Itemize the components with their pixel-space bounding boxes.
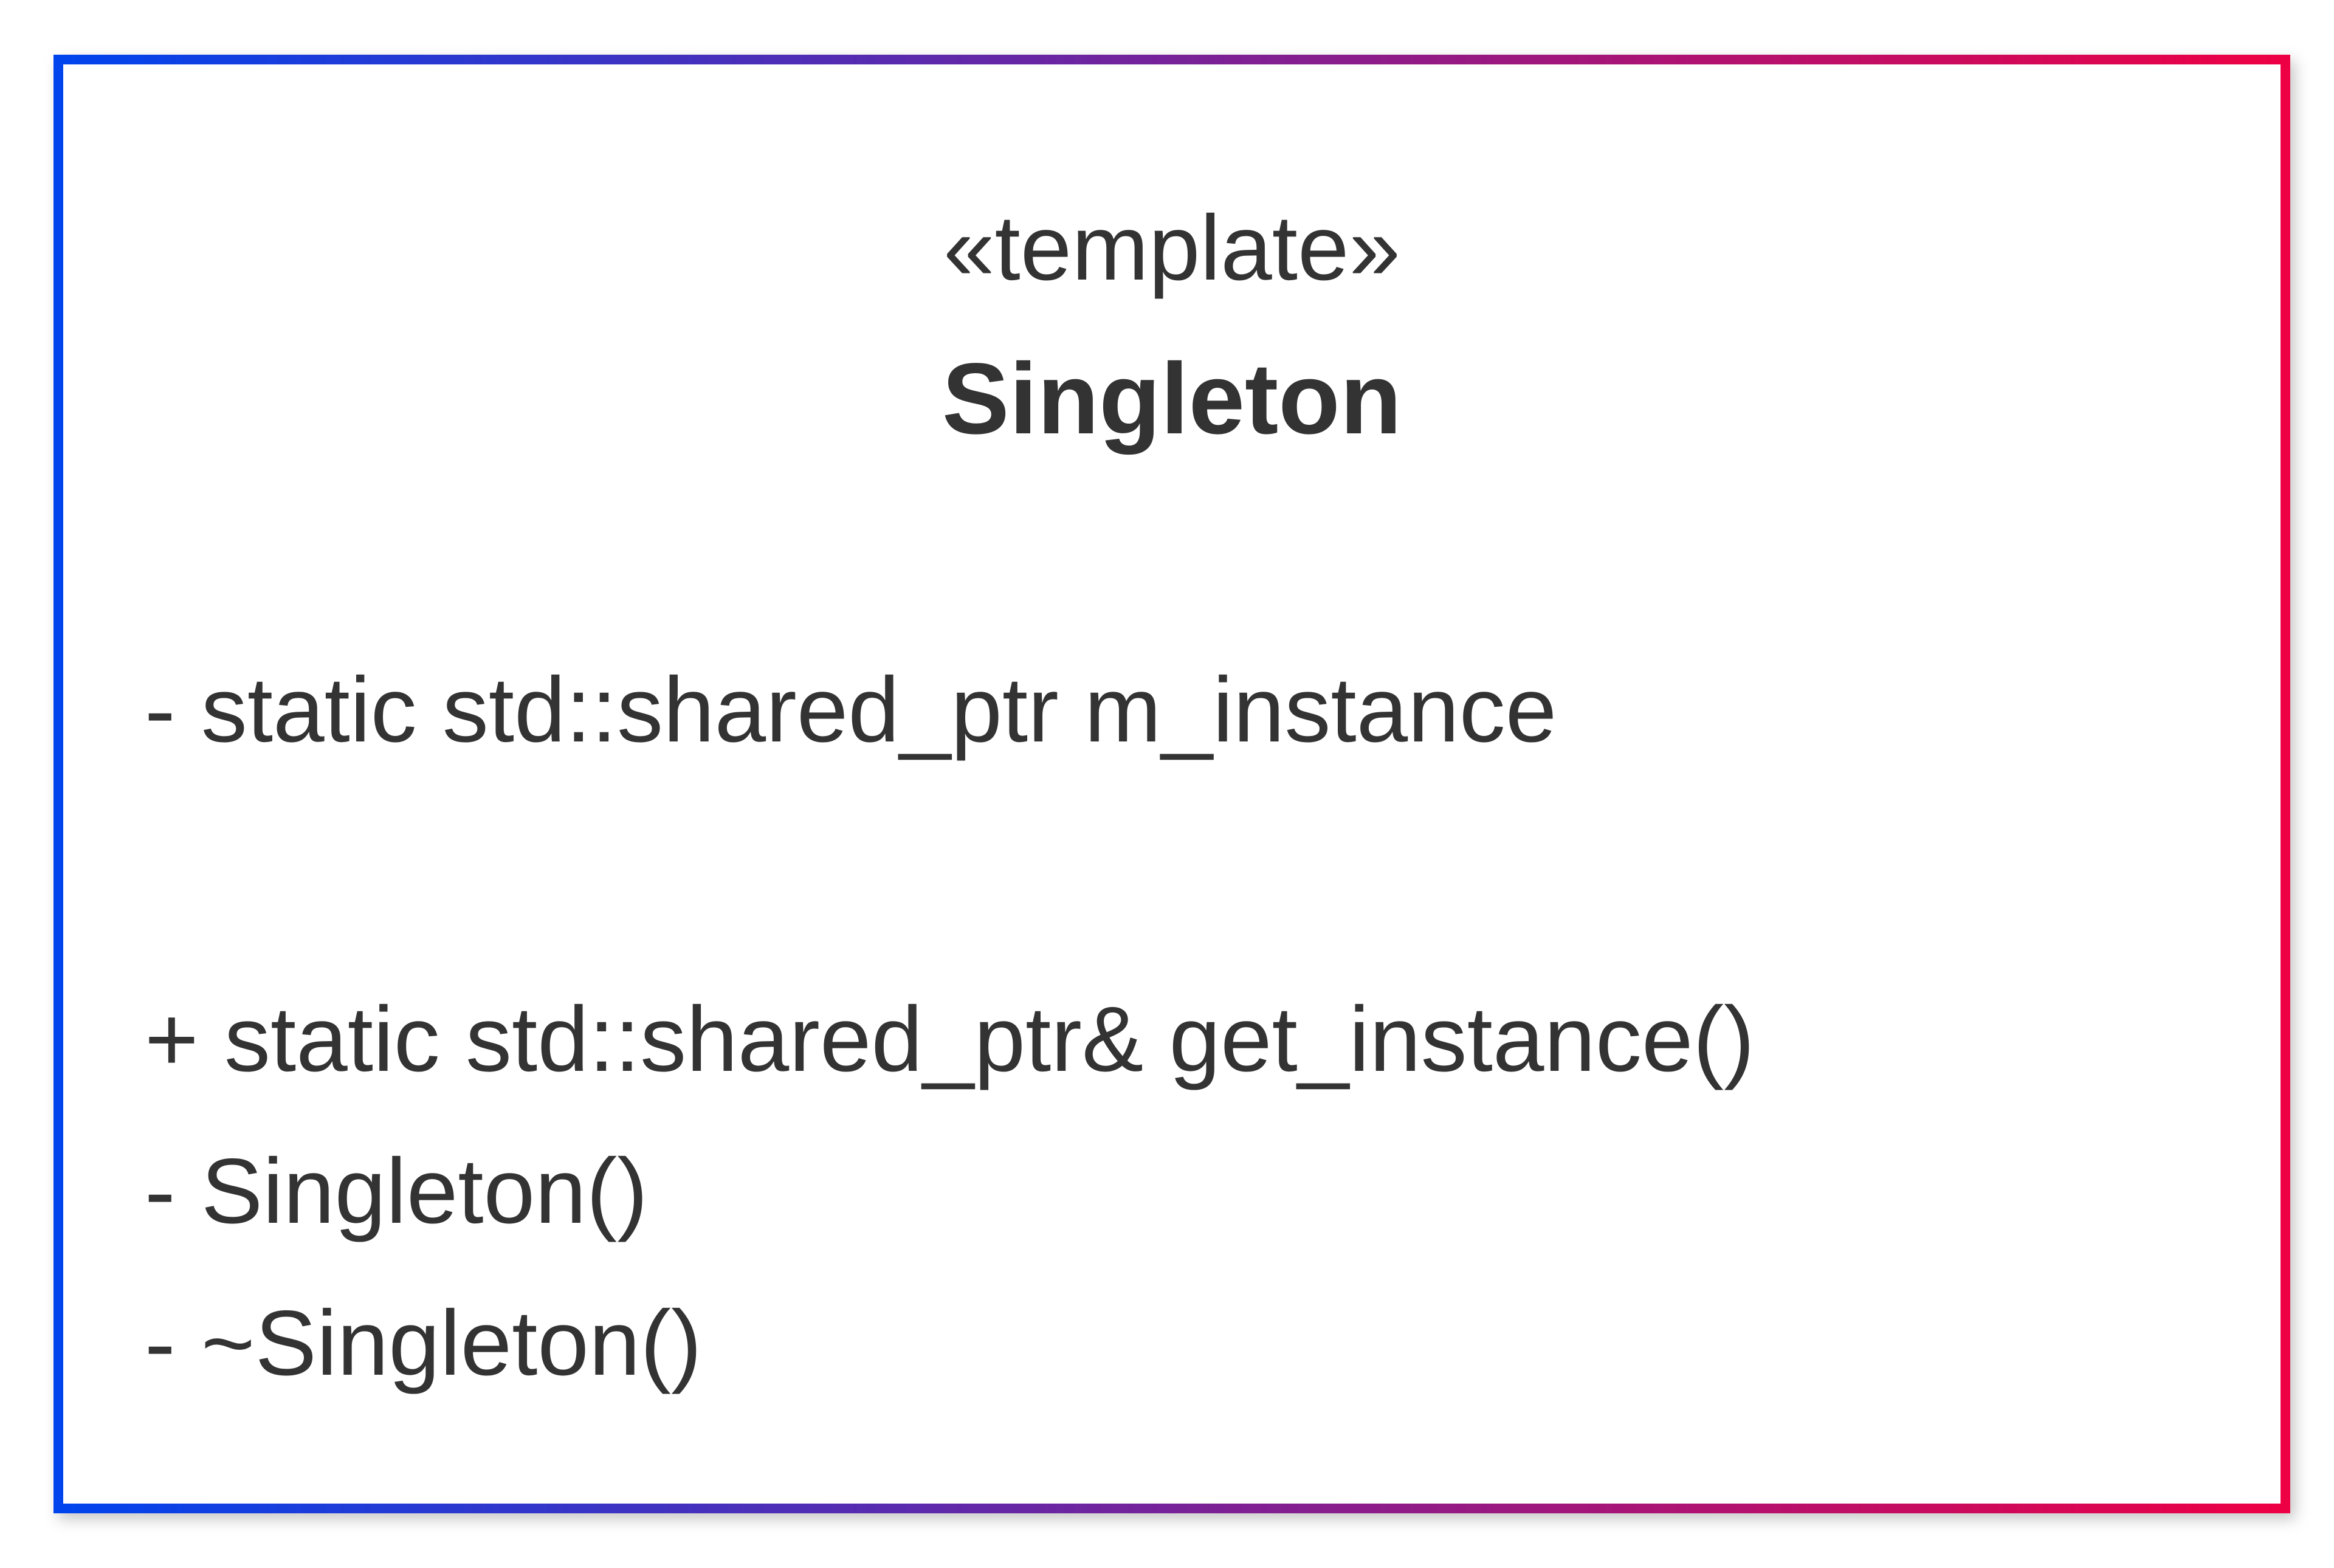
class-name: Singleton — [942, 343, 1402, 455]
operation-item: + static std::shared_ptr& get_instance() — [145, 988, 1755, 1091]
attribute-item: - static std::shared_ptr m_instance — [145, 658, 1557, 762]
operation-item: - ~Singleton() — [145, 1291, 702, 1395]
operation-item: - Singleton() — [145, 1140, 648, 1243]
uml-class-box: «template» Singleton - static std::share… — [53, 55, 2290, 1513]
class-box-border — [53, 55, 2290, 1513]
class-stereotype: «template» — [943, 196, 1400, 300]
